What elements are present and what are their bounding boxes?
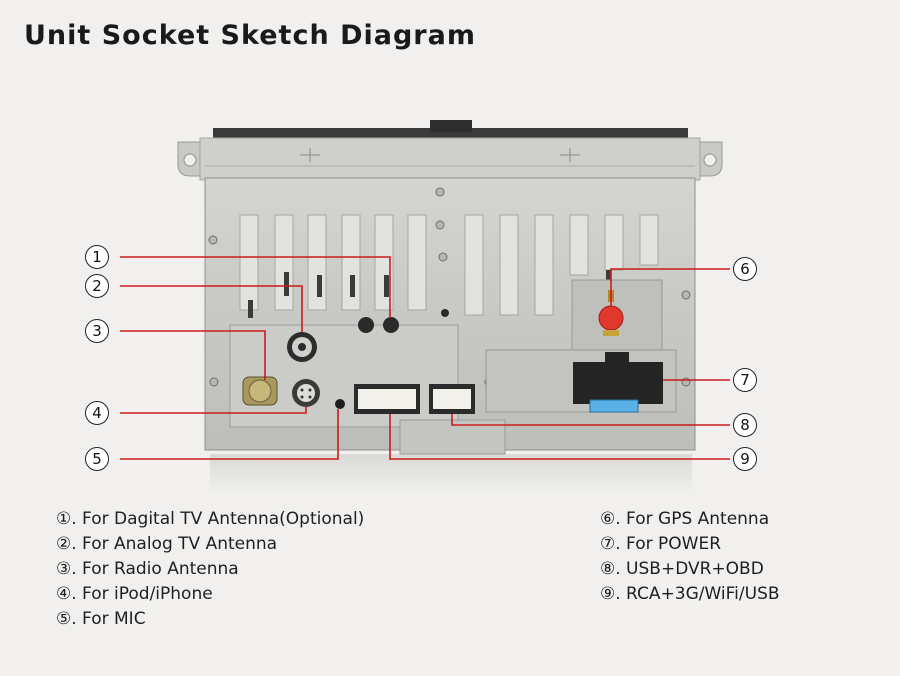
marker-7: 7 [733,368,757,392]
legend-item-ipod: ④. For iPod/iPhone [56,584,213,604]
analog-tv-antenna-socket [287,332,317,362]
legend-item-radio-antenna: ③. For Radio Antenna [56,559,239,579]
usb-dvr-obd-connector [354,384,420,414]
marker-9: 9 [733,447,757,471]
legend-item-rca: ⑨. RCA+3G/WiFi/USB [600,584,780,604]
legend-item-gps-antenna: ⑥. For GPS Antenna [600,509,770,529]
marker-2: 2 [85,274,109,298]
legend-item-dtv-antenna: ①. For Dagital TV Antenna(Optional) [56,509,365,529]
legend-left: ①. For Dagital TV Antenna(Optional) ②. F… [56,507,364,632]
dtv-antenna-jacks [358,317,399,333]
rca-connector [429,384,475,414]
chassis-top [177,120,723,181]
legend-item-analog-tv-antenna: ②. For Analog TV Antenna [56,534,278,554]
fuse-icon [589,399,639,413]
power-connector [573,352,663,413]
marker-3: 3 [85,319,109,343]
marker-1: 1 [85,245,109,269]
ipod-socket [292,379,320,407]
mic-jack [335,399,345,409]
legend-item-power: ⑦. For POWER [600,534,722,554]
marker-4: 4 [85,401,109,425]
chassis-reflection [210,454,692,494]
leader-lines [120,256,730,460]
legend-right: ⑥. For GPS Antenna ⑦. For POWER ⑧. USB+D… [600,507,780,607]
marker-5: 5 [85,447,109,471]
small-hole [441,309,449,317]
marker-8: 8 [733,413,757,437]
radio-antenna-socket [242,376,278,406]
marker-6: 6 [733,257,757,281]
legend-item-mic: ⑤. For MIC [56,609,146,629]
diagram-title: Unit Socket Sketch Diagram [24,20,476,51]
legend-item-usb-dvr-obd: ⑧. USB+DVR+OBD [600,559,764,579]
